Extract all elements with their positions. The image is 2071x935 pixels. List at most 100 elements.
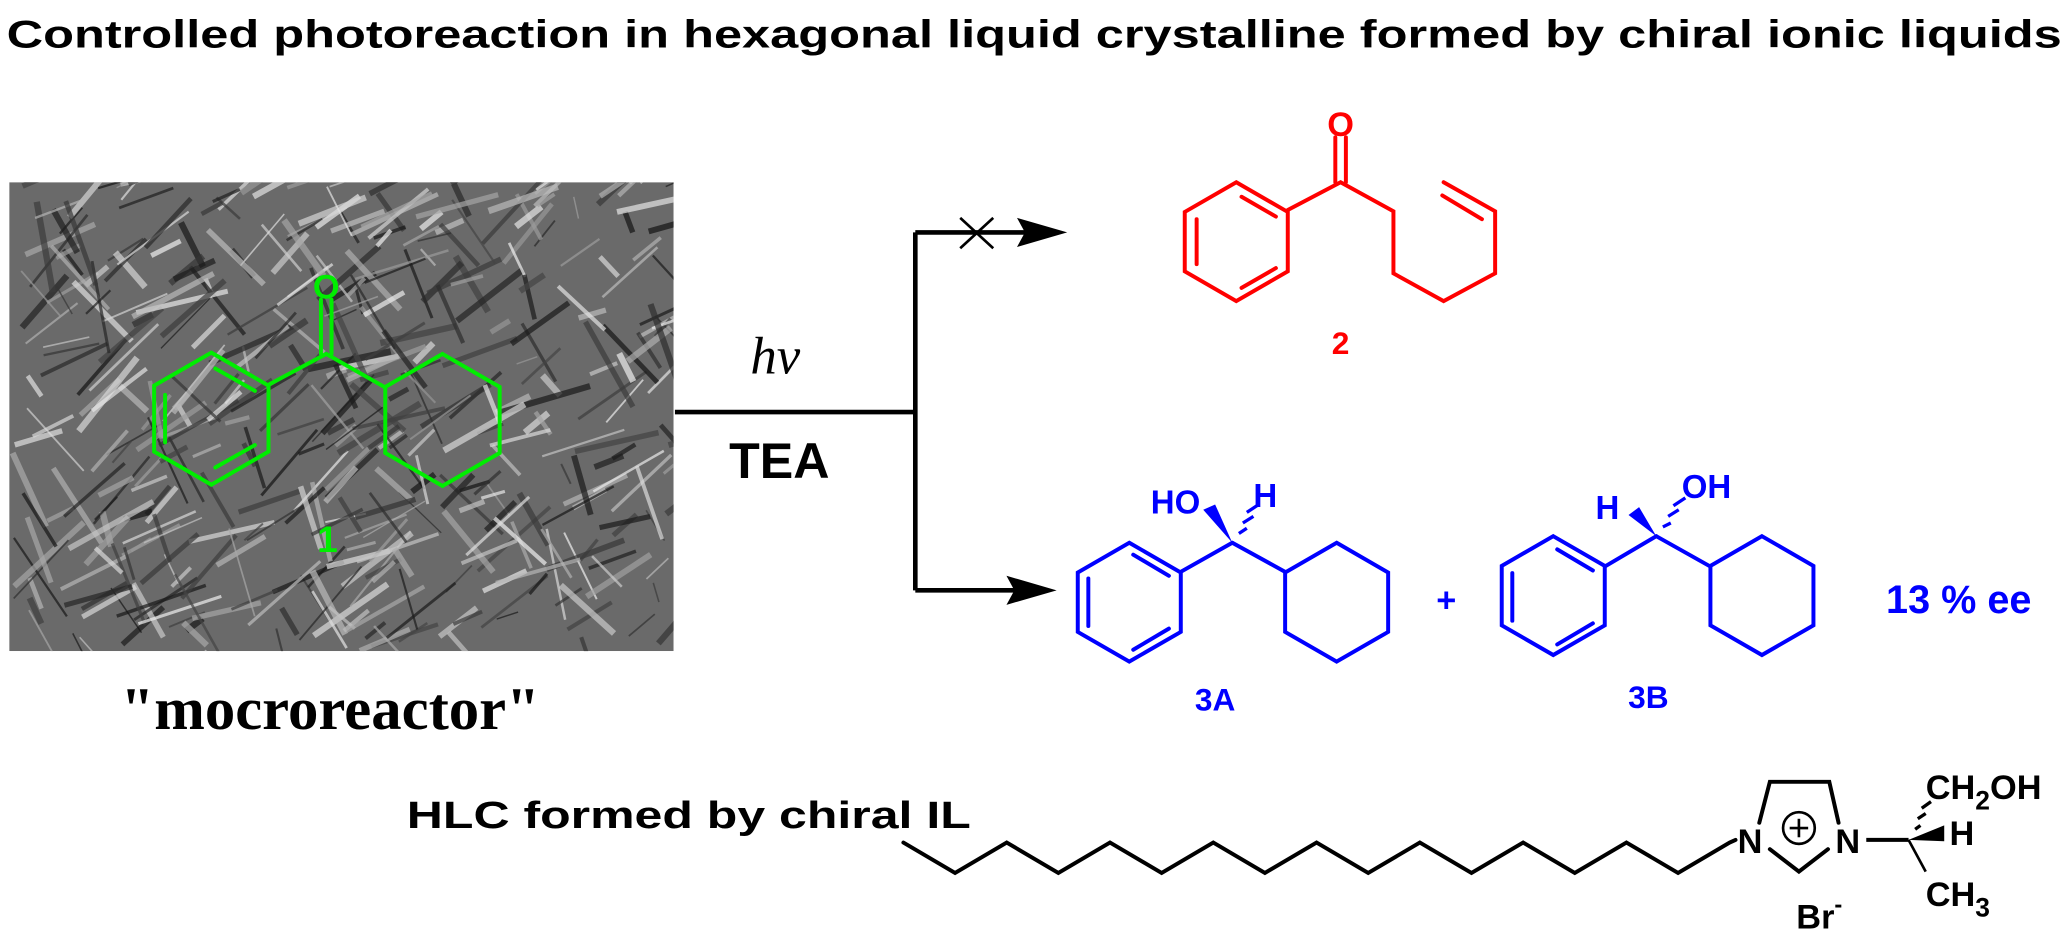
micrograph-streak	[310, 384, 365, 450]
micrograph-streak	[409, 394, 472, 441]
micrograph-streak	[460, 538, 518, 566]
micrograph-streak	[536, 192, 556, 208]
micrograph-streak	[112, 250, 148, 290]
micrograph-streak	[573, 196, 580, 219]
compound-3b-structure	[1499, 496, 1816, 658]
micrograph-streak	[459, 479, 491, 493]
micrograph-streak	[239, 182, 263, 196]
micrograph-streak	[275, 628, 284, 652]
micrograph-streak	[577, 307, 607, 321]
micrograph-streak	[97, 182, 122, 190]
methyl-group: CH3	[1926, 876, 1990, 923]
ionic-liquid-caption: HLC formed by chiral IL	[407, 794, 971, 837]
micrograph-streak	[130, 474, 168, 493]
micrograph-streak	[662, 463, 674, 475]
micrograph-streak	[217, 182, 250, 211]
micrograph-streak	[13, 428, 63, 448]
micrograph-streak	[204, 649, 208, 652]
micrograph-streak	[364, 321, 426, 361]
micrograph-streak	[325, 406, 384, 450]
micrograph-streak	[403, 248, 434, 319]
micrograph-streak	[632, 236, 662, 262]
micrograph-streak	[589, 361, 618, 377]
micrograph-streak	[286, 182, 310, 190]
micrograph-streak	[634, 465, 664, 540]
micrograph-streak	[310, 507, 364, 537]
micrograph-streak	[215, 196, 241, 220]
micrograph-streak	[656, 620, 674, 646]
compound-2-label: 2	[1332, 325, 1350, 361]
micrograph-streak	[451, 199, 497, 265]
micrograph-streak	[94, 496, 118, 521]
micrograph-streak	[328, 605, 356, 630]
micrograph-streak	[407, 428, 436, 457]
micrograph-streak	[438, 222, 481, 268]
micrograph-streak	[200, 200, 224, 217]
micrograph-streak	[247, 560, 322, 627]
micrograph-streak	[566, 600, 613, 632]
micrograph-streak	[237, 488, 301, 515]
micrograph-streak	[24, 221, 97, 258]
hydroxymethyl-group: CH2OH	[1926, 769, 2042, 816]
micrograph-streak	[181, 620, 209, 648]
micrograph-streak	[309, 569, 349, 636]
micrograph-streak	[434, 217, 465, 236]
micrograph-streak	[599, 513, 651, 531]
micrograph-streak	[450, 274, 484, 287]
micrograph-streak	[647, 365, 674, 395]
micrograph-streak	[330, 302, 371, 383]
micrograph-streak	[540, 528, 573, 579]
micrograph-streak	[560, 238, 601, 267]
condition-tea: TEA	[729, 433, 829, 489]
micrograph-streak	[297, 194, 367, 227]
micrograph-streak	[212, 187, 241, 204]
micrograph-streak	[628, 613, 656, 637]
micrograph-streak	[320, 377, 374, 436]
micrograph-streak	[556, 284, 607, 332]
micrograph-streak	[342, 608, 370, 633]
micrograph-streak	[455, 267, 525, 324]
micrograph-streak	[120, 182, 143, 187]
micrograph-streak	[254, 311, 297, 360]
micrograph-streak	[665, 182, 674, 188]
micrograph-streak	[616, 196, 674, 215]
micrograph-streak	[63, 583, 133, 608]
compound-3a-hydroxyl: HO	[1151, 484, 1201, 521]
micrograph-streak	[374, 466, 413, 502]
micrograph-streak	[143, 196, 193, 250]
micrograph-streak	[356, 532, 440, 564]
micrograph-streak	[224, 415, 250, 426]
micrograph-streak	[131, 271, 215, 320]
micrograph-streak	[418, 209, 444, 232]
micrograph-streak	[598, 182, 626, 199]
micrograph-streak	[25, 302, 79, 345]
micrograph-streak	[170, 375, 222, 423]
micrograph-streak	[85, 289, 112, 315]
compound-1-label: 1	[317, 519, 338, 560]
micrograph-streak	[28, 609, 53, 652]
micrograph-streak	[329, 182, 346, 188]
micrograph-streak	[107, 237, 144, 262]
micrograph-streak	[616, 351, 637, 383]
micrograph-streak	[106, 423, 162, 456]
compound-3a-hydrogen: H	[1253, 477, 1277, 514]
micrograph-streak	[360, 191, 433, 228]
micrograph-streak	[658, 423, 674, 444]
micrograph-streak	[230, 371, 297, 413]
micrograph-streak	[636, 331, 663, 370]
micrograph-streak	[481, 182, 542, 245]
micrograph-streak	[622, 210, 636, 234]
micrograph-streak	[450, 182, 459, 187]
micrograph-streak	[377, 429, 405, 450]
micrograph-caption: "mocroreactor"	[120, 676, 539, 743]
micrograph-streak	[417, 232, 452, 242]
micrograph-streak	[24, 516, 54, 584]
micrograph-streak	[592, 449, 665, 493]
micrograph-streak	[402, 224, 440, 247]
micrograph-streak	[307, 348, 392, 373]
micrograph-streak	[72, 633, 83, 652]
compound-3a-wedge-bond	[1203, 504, 1233, 543]
bromide-counterion: Br-	[1796, 892, 1842, 935]
compound-3b-label: 3B	[1628, 679, 1669, 715]
